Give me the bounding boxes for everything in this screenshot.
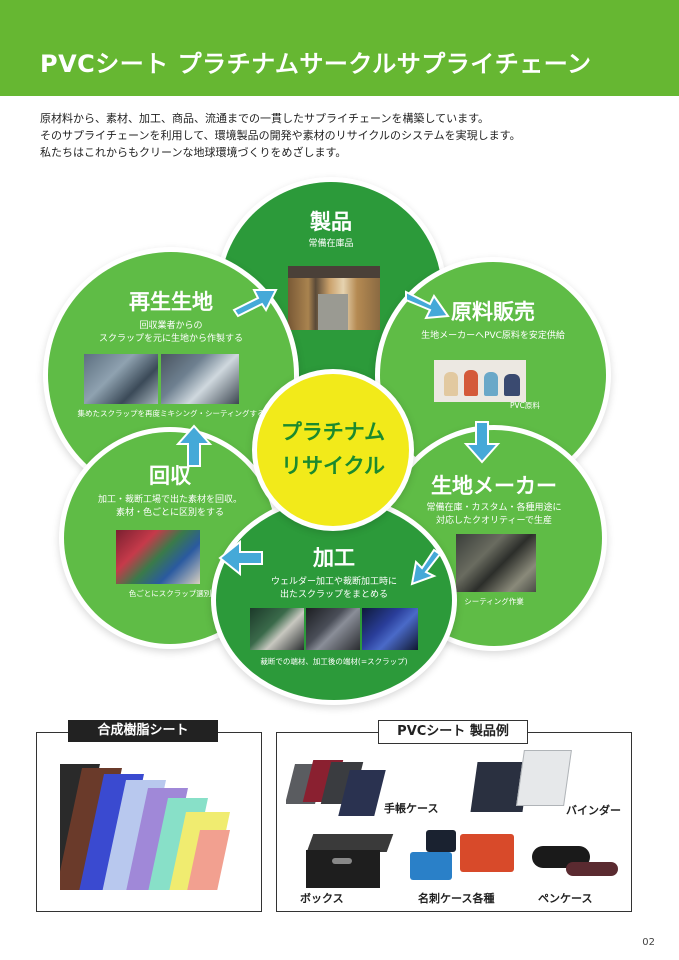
saisei-sub-2: スクラップを元に生地から作製する xyxy=(98,334,243,344)
kiji-sub-2: 対応したクオリティーで生産 xyxy=(436,516,552,526)
genryo-caption: PVC原料 xyxy=(510,401,540,410)
pen-case-photo xyxy=(528,840,622,886)
product-label-box: ボックス xyxy=(300,892,344,905)
page-title: PVCシート プラチナムサークルサプライチェーン xyxy=(40,50,592,78)
kiji-title: 生地メーカー xyxy=(431,474,557,498)
center-line-1: プラチナム xyxy=(280,420,386,444)
circle-kiji: 生地メーカー 常備在庫・カスタム・各種用途に 対応したクオリティーで生産 シーテ… xyxy=(386,430,602,646)
genryo-title: 原料販売 xyxy=(451,300,535,324)
intro-line-3: 私たちはこれからもクリーンな地球環境づくりをめざします。 xyxy=(40,146,347,159)
saisei-sub-1: 回収業者からの xyxy=(139,321,203,331)
genryo-sub: 生地メーカーへPVC原料を安定供給 xyxy=(421,331,565,341)
center-line-2: リサイクル xyxy=(281,454,385,478)
kaishu-title: 回収 xyxy=(149,464,191,488)
circle-kako: 加工 ウェルダー加工や裁断加工時に 出たスクラップをまとめる 裁断での端材、加工… xyxy=(216,500,452,700)
kako-sub-1: ウェルダー加工や裁断加工時に xyxy=(270,577,397,587)
product-label-card-case: 名刺ケース各種 xyxy=(418,892,495,905)
arrow-to-genryo-icon xyxy=(405,290,450,320)
kako-title: 加工 xyxy=(313,546,355,570)
page-number: 02 xyxy=(642,937,655,948)
intro-line-1: 原材料から、素材、加工、商品、流通までの一貫したサプライチェーンを構築しています… xyxy=(40,112,490,125)
circle-saisei: 再生生地 回収業者からの スクラップを元に生地から作製する 集めたスクラップを再… xyxy=(48,252,294,498)
planner-case-photo xyxy=(286,756,386,818)
product-label-pen-case: ペンケース xyxy=(538,892,593,905)
product-label-binder: バインダー xyxy=(566,804,621,817)
header-banner: PVCシート プラチナムサークルサプライチェーン xyxy=(0,0,679,96)
mixing-photo-1 xyxy=(84,354,158,404)
pvc-material-photo xyxy=(434,360,526,402)
kaishu-sub-1: 加工・裁断工場で出た素材を回収。 xyxy=(97,495,242,505)
seihin-title: 製品 xyxy=(310,210,352,234)
intro-text: 原材料から、素材、加工、商品、流通までの一貫したサプライチェーンを構築しています… xyxy=(40,110,640,161)
offcut-photo-3 xyxy=(362,608,418,650)
product-examples-label: PVCシート 製品例 xyxy=(378,720,528,744)
resin-sheets-photo xyxy=(60,764,230,890)
saisei-caption: 集めたスクラップを再度ミキシング・シーティングする xyxy=(77,409,265,418)
kiji-caption: シーティング作業 xyxy=(464,597,524,606)
offcut-photo-1 xyxy=(250,608,304,650)
offcut-photo-2 xyxy=(306,608,360,650)
arrow-to-kako-icon xyxy=(410,548,442,586)
intro-line-2: そのサプライチェーンを利用して、環境製品の開発や素材のリサイクルのシステムを実現… xyxy=(40,129,521,142)
kako-caption: 裁断での端材、加工後の端材(=スクラップ) xyxy=(260,657,408,666)
arrow-to-kaishu-icon xyxy=(218,540,263,576)
product-label-planner: 手帳ケース xyxy=(384,802,439,815)
arrow-to-saisei-icon xyxy=(175,424,213,467)
arrow-to-kiji-icon xyxy=(463,421,501,464)
seihin-sub: 常備在庫品 xyxy=(308,239,354,249)
resin-sheet-label: 合成樹脂シート xyxy=(68,720,218,742)
kaishu-caption: 色ごとにスクラップ選別 xyxy=(128,589,212,598)
kaishu-sub-2: 素材・色ごとに区別をする xyxy=(115,508,224,518)
mixing-photo-2 xyxy=(161,354,239,404)
box-photo xyxy=(304,828,394,890)
scrap-sorting-photo xyxy=(116,530,200,584)
center-platinum-recycle: プラチナム リサイクル xyxy=(257,374,409,526)
kiji-sub-1: 常備在庫・カスタム・各種用途に xyxy=(426,503,562,513)
kako-sub-2: 出たスクラップをまとめる xyxy=(279,590,388,600)
warehouse-photo xyxy=(288,266,380,330)
binder-photo xyxy=(470,748,574,818)
card-case-photo xyxy=(408,826,518,886)
saisei-title: 再生生地 xyxy=(129,290,213,314)
sheeting-photo xyxy=(456,534,536,592)
arrow-to-seihin-icon xyxy=(232,289,278,318)
